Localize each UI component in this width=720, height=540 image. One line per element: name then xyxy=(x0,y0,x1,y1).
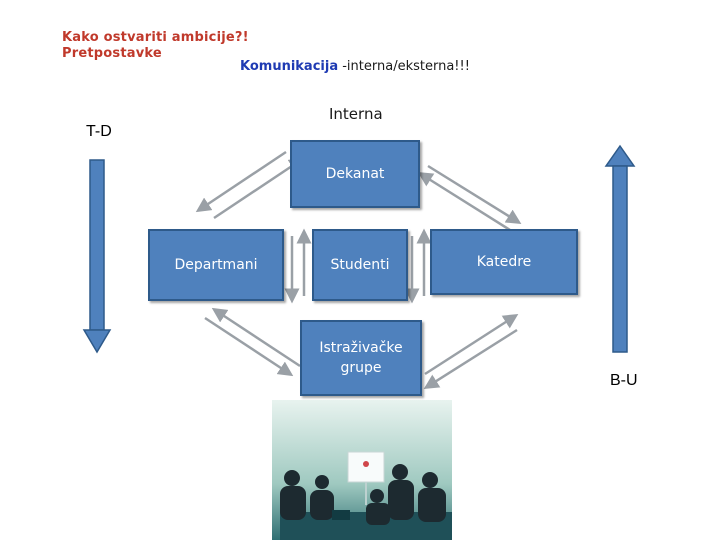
box-departmani: Departmani xyxy=(148,229,284,301)
communication-line: Komunikacija -interna/eksterna!!! xyxy=(240,59,470,74)
title-line-1: Kako ostvariti ambicije?! xyxy=(62,30,249,45)
box-dekanat: Dekanat xyxy=(290,140,420,208)
bottom-up-arrow xyxy=(604,144,636,353)
bottom-up-label: B-U xyxy=(610,372,638,389)
top-down-arrow xyxy=(82,159,112,354)
box-istrazivacke-grupe: Istraživačke grupe xyxy=(300,320,422,396)
meeting-photo xyxy=(272,400,452,540)
box-studenti: Studenti xyxy=(312,229,408,301)
communication-label: Komunikacija xyxy=(240,59,339,74)
box-katedre: Katedre xyxy=(430,229,578,295)
communication-rest: -interna/eksterna!!! xyxy=(338,59,470,74)
diagonal-arrows xyxy=(195,150,522,390)
interna-label: Interna xyxy=(329,105,383,123)
title-line-2: Pretpostavke xyxy=(62,46,162,61)
top-down-label: T-D xyxy=(86,123,112,140)
